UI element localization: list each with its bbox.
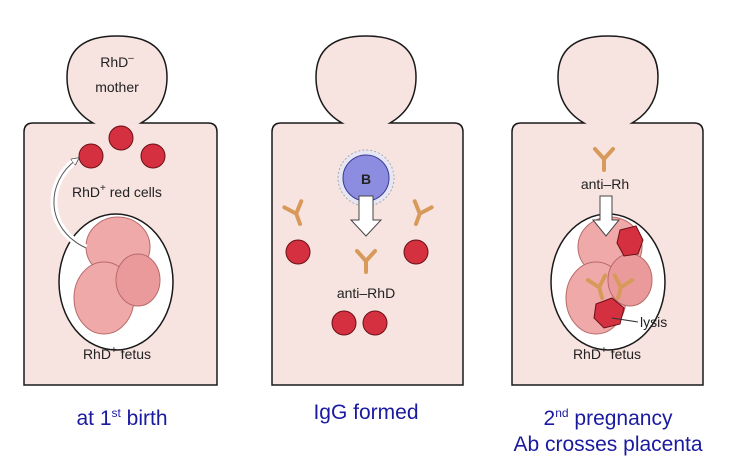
caption-first-birth: at 1st birth xyxy=(76,406,168,430)
red-cell xyxy=(140,143,166,169)
down-arrow-3 xyxy=(591,195,621,237)
red-cell xyxy=(285,239,311,265)
panel-second-pregnancy: anti–Rh lysis RhD+ fetus xyxy=(511,35,704,386)
red-cell xyxy=(108,125,134,151)
lysis-pointer xyxy=(611,317,639,323)
panel-first-birth: RhD– mother RhD+ red cells RhD+ fetus xyxy=(23,35,218,386)
red-cell xyxy=(331,310,357,336)
lysed-cell xyxy=(616,225,644,257)
red-cell xyxy=(362,310,388,336)
caption-second-pregnancy: 2nd pregnancy xyxy=(543,406,673,430)
fetus-label-1: RhD+ fetus xyxy=(83,345,151,362)
lysis-label: lysis xyxy=(640,314,667,330)
fetus-1 xyxy=(73,216,161,335)
anti-rhd-label: anti–RhD xyxy=(337,285,395,301)
red-cell xyxy=(403,239,429,265)
lysed-cell xyxy=(593,297,625,329)
fetus-label-3: RhD+ fetus xyxy=(573,345,641,362)
panel-igg-formed: B anti–RhD xyxy=(271,35,464,386)
caption-igg-formed: IgG formed xyxy=(313,401,419,424)
down-arrow-2 xyxy=(349,195,383,237)
red-cell xyxy=(78,143,104,169)
mother-label-line1: RhD– xyxy=(100,53,134,70)
anti-rh-label: anti–Rh xyxy=(581,176,629,192)
caption-ab-crosses-placenta: Ab crosses placenta xyxy=(513,433,703,456)
mother-label-line2: mother xyxy=(95,79,139,95)
red-cells-label: RhD+ red cells xyxy=(72,183,162,200)
b-cell-label: B xyxy=(361,171,371,187)
